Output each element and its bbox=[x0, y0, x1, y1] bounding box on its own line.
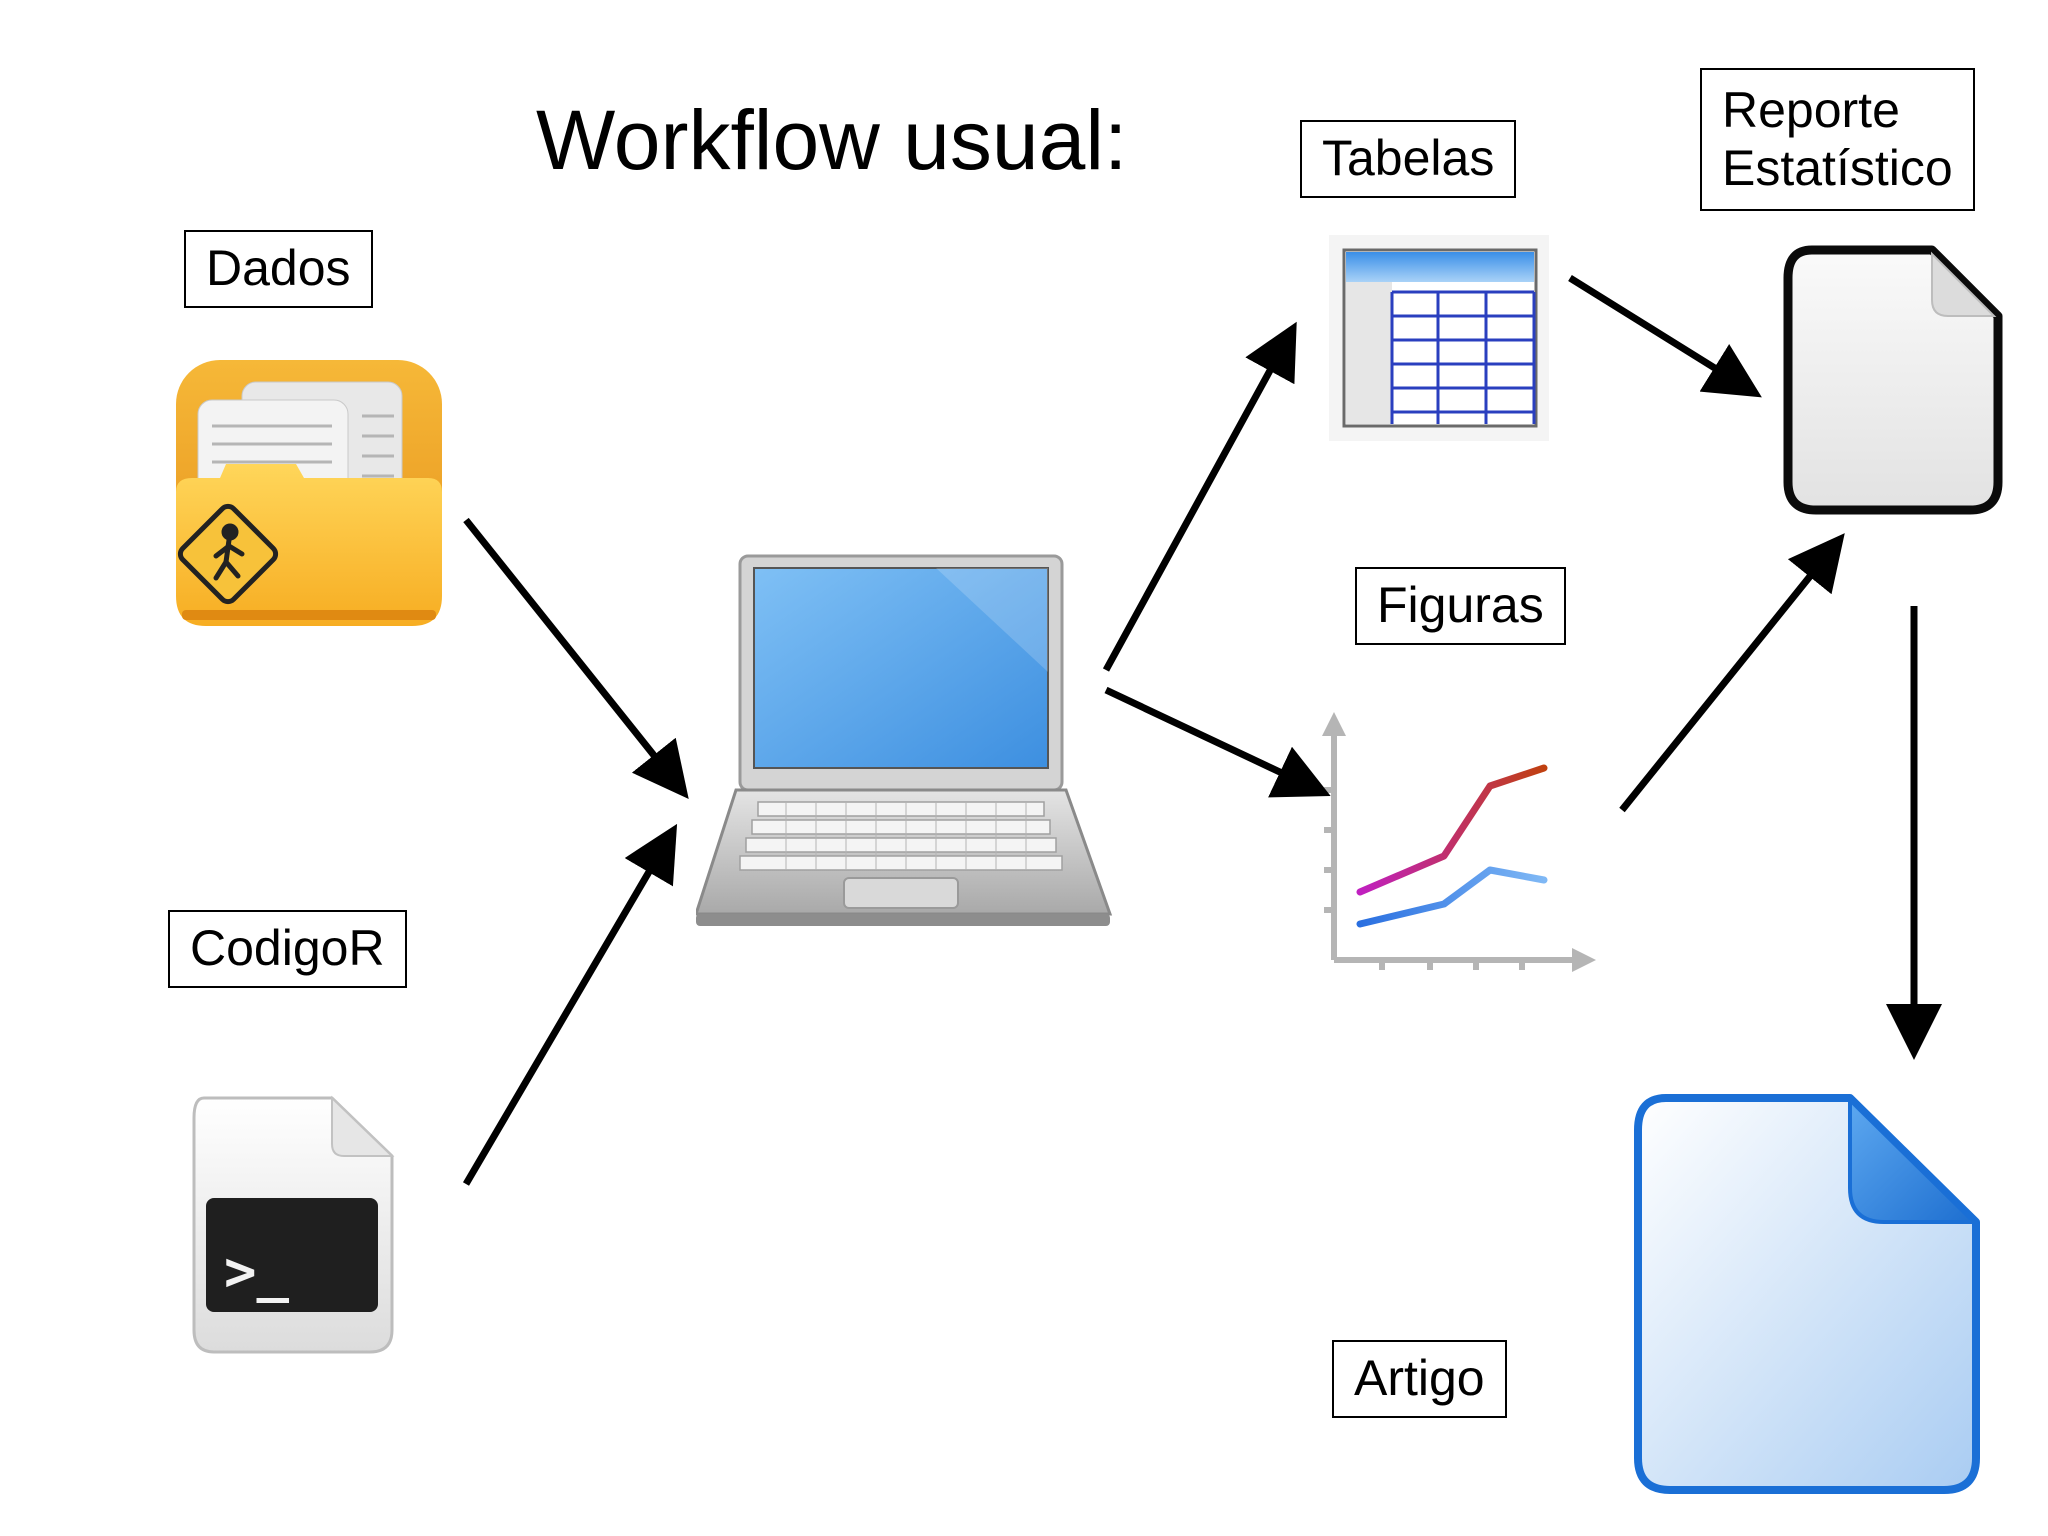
arrow-figuras-to-reporte bbox=[1619, 533, 1845, 813]
label-reporte: Reporte Estatístico bbox=[1700, 68, 1975, 211]
blue-document-icon bbox=[1632, 1092, 1982, 1498]
label-reporte-line1: Reporte bbox=[1722, 82, 1900, 138]
arrow-codigor-to-computer bbox=[462, 823, 678, 1186]
label-reporte-line2: Estatístico bbox=[1722, 139, 1953, 196]
label-dados: Dados bbox=[184, 230, 373, 308]
arrow-computer-to-figuras bbox=[1104, 686, 1331, 798]
diagram-title: Workflow usual: bbox=[536, 93, 1128, 187]
label-tabelas: Tabelas bbox=[1300, 120, 1517, 198]
arrow-tabelas-to-reporte bbox=[1568, 275, 1762, 398]
label-figuras: Figuras bbox=[1355, 567, 1566, 645]
arrow-computer-to-tabelas bbox=[1102, 321, 1297, 672]
terminal-prompt: >_ bbox=[224, 1240, 290, 1303]
spreadsheet-icon bbox=[1328, 234, 1550, 442]
label-artigo: Artigo bbox=[1332, 1340, 1507, 1418]
label-codigor: CodigoR bbox=[168, 910, 407, 988]
terminal-file-icon: >_ bbox=[190, 1094, 400, 1356]
arrow-dados-to-computer bbox=[463, 517, 689, 799]
laptop-icon bbox=[696, 552, 1120, 932]
line-chart-icon bbox=[1310, 706, 1600, 976]
document-icon bbox=[1782, 244, 2004, 516]
folder-icon bbox=[172, 356, 448, 632]
